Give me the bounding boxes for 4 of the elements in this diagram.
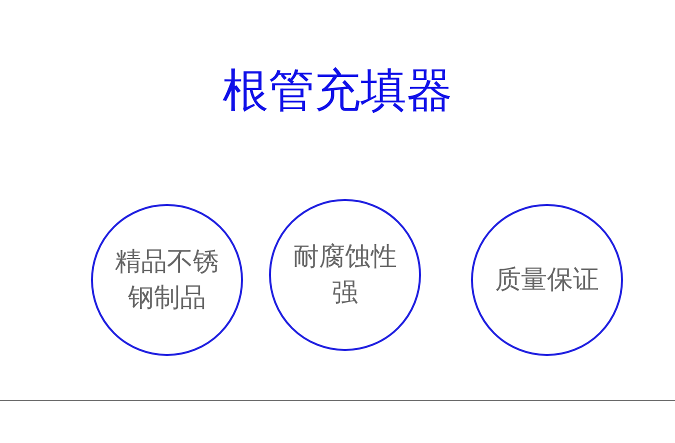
feature-text: 质量保证: [494, 264, 600, 297]
feature-text: 耐腐蚀性强: [292, 241, 398, 310]
title: 根管充填器: [222, 62, 452, 118]
feature-text: 精品不锈钢制品: [114, 246, 220, 315]
